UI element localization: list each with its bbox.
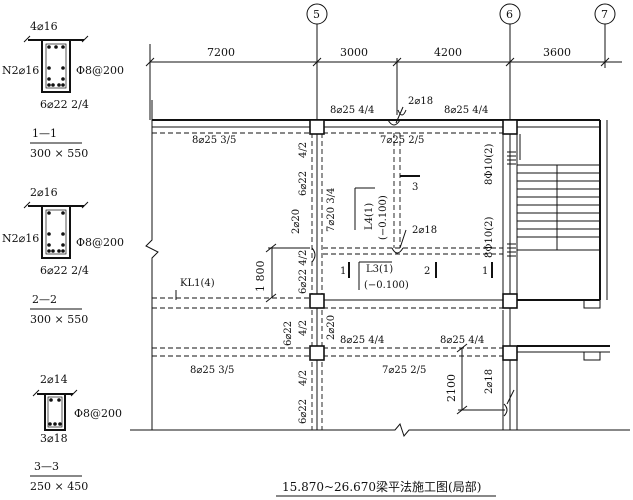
- dim-7200: 7200: [207, 46, 235, 59]
- label-l3-name: L3(1): [366, 264, 393, 275]
- label-l4-name: L4(1): [364, 203, 375, 230]
- label-lower-mid-beam: 7⌀25 2/5: [382, 365, 426, 376]
- label-sec3-mark: 3: [412, 182, 418, 193]
- label-col-v1: 4/2: [298, 142, 309, 158]
- section-3-stirrup: Φ8@200: [74, 407, 122, 420]
- axis-label-5: 5: [313, 8, 320, 21]
- dim-1800: 1 800: [254, 243, 310, 303]
- column-6-mid: [502, 293, 518, 309]
- dim-2100-text: 2100: [445, 374, 458, 402]
- label-col-v5: 6⌀22 4/2: [298, 250, 309, 294]
- section-3-3: 2⌀14 Φ8@200 3⌀18 3—3 250 × 450: [30, 373, 122, 493]
- column-5-bot: [309, 345, 325, 361]
- column-5-top: [309, 119, 325, 135]
- label-sec-mark-2: 2: [424, 266, 430, 277]
- label-right-stirrup-top: 8Φ10(2): [484, 143, 495, 185]
- section-1-title: 1—1: [32, 127, 57, 140]
- label-sec-mark-1b: 1: [482, 266, 488, 277]
- label-lower-left-beam: 8⌀25 3/5: [190, 365, 234, 376]
- section-2-2: 2⌀16 N2⌀16 Φ8@200 6⌀22 2/4 2—2 300 × 550: [2, 186, 124, 326]
- label-mid-rebar: 2⌀18: [412, 225, 437, 236]
- label-sec-mark-1a: 1: [340, 266, 346, 277]
- label-top-left-rebar: 8⌀25 4/4: [330, 105, 374, 116]
- staircase: [507, 151, 601, 257]
- column-6-bot: [502, 345, 518, 361]
- axis-label-6: 6: [506, 8, 513, 21]
- section-1-bottom-rebar: 6⌀22 2/4: [40, 98, 89, 111]
- section-1-stirrup: Φ8@200: [76, 64, 124, 77]
- dim-3600: 3600: [543, 46, 571, 59]
- label-lower-top-left: 8⌀25 4/4: [340, 335, 384, 346]
- label-lower-top-right: 8⌀25 4/4: [440, 335, 484, 346]
- section-2-top-rebar: 2⌀16: [30, 186, 58, 199]
- section-3-top-rebar: 2⌀14: [40, 373, 68, 386]
- dim-3000: 3000: [340, 46, 368, 59]
- section-3-bottom-rebar: 3⌀18: [40, 432, 68, 445]
- label-upper-left-beam: 8⌀25 3/5: [192, 135, 236, 146]
- column-6-top: [502, 119, 518, 135]
- label-l4-elev: (−0.100): [378, 195, 389, 240]
- section-1-side-rebar: N2⌀16: [2, 64, 39, 77]
- label-lower-v3: 2⌀20: [326, 315, 337, 340]
- rebar-symbols: [311, 106, 515, 417]
- label-l3-elev: (−0.100): [364, 280, 409, 291]
- grid-axes: 5 6 7: [306, 3, 616, 430]
- label-lower-v4: 4/2: [298, 370, 309, 386]
- label-top-mid-rebar: 2⌀18: [408, 96, 433, 107]
- plan-annotations: 8⌀25 4/4 2⌀18 8⌀25 4/4 8⌀25 3/5 7⌀25 2/5…: [180, 96, 495, 424]
- section-2-stirrup: Φ8@200: [76, 236, 124, 249]
- column-5-mid: [309, 293, 325, 309]
- label-col-v2: 6⌀22: [298, 171, 309, 196]
- label-lower-v2: 4/2: [298, 320, 309, 336]
- section-1-top-rebar: 4⌀16: [30, 20, 58, 33]
- label-right-stirrup-bot: 8Φ10(2): [484, 216, 495, 258]
- dim-1800-text: 1 800: [254, 261, 267, 293]
- section-2-bottom-rebar: 6⌀22 2/4: [40, 264, 89, 277]
- drawing-title-block: 15.870~26.670梁平法施工图(局部): [276, 479, 496, 497]
- plan-outline: [130, 100, 630, 438]
- label-lower-right-rebar: 2⌀18: [484, 369, 495, 394]
- label-kl1: KL1(4): [180, 278, 215, 289]
- drawing-title: 15.870~26.670梁平法施工图(局部): [282, 479, 481, 494]
- section-2-side-rebar: N2⌀16: [2, 232, 39, 245]
- section-cuts: [175, 175, 493, 300]
- label-lower-v5: 6⌀22: [298, 399, 309, 424]
- label-upper-mid-beam: 7⌀25 2/5: [380, 135, 424, 146]
- label-col-v4: 2⌀20: [291, 209, 302, 234]
- label-lower-v1: 6⌀22: [283, 321, 294, 346]
- dimension-chain: 7200 3000 4200 3600: [145, 44, 622, 120]
- section-1-1: 4⌀16 N2⌀16 Φ8@200 6⌀22 2/4 1—1 300 × 550: [2, 20, 124, 160]
- section-2-size: 300 × 550: [30, 313, 88, 326]
- label-top-right-rebar: 8⌀25 4/4: [444, 105, 488, 116]
- section-3-title: 3—3: [34, 460, 59, 473]
- section-2-title: 2—2: [32, 293, 57, 306]
- section-3-size: 250 × 450: [30, 480, 88, 493]
- label-col-v3: 7⌀20 3/4: [326, 188, 337, 232]
- section-1-size: 300 × 550: [30, 147, 88, 160]
- dim-4200: 4200: [434, 46, 462, 59]
- dim-2100: 2100: [445, 343, 505, 415]
- axis-label-7: 7: [601, 8, 608, 21]
